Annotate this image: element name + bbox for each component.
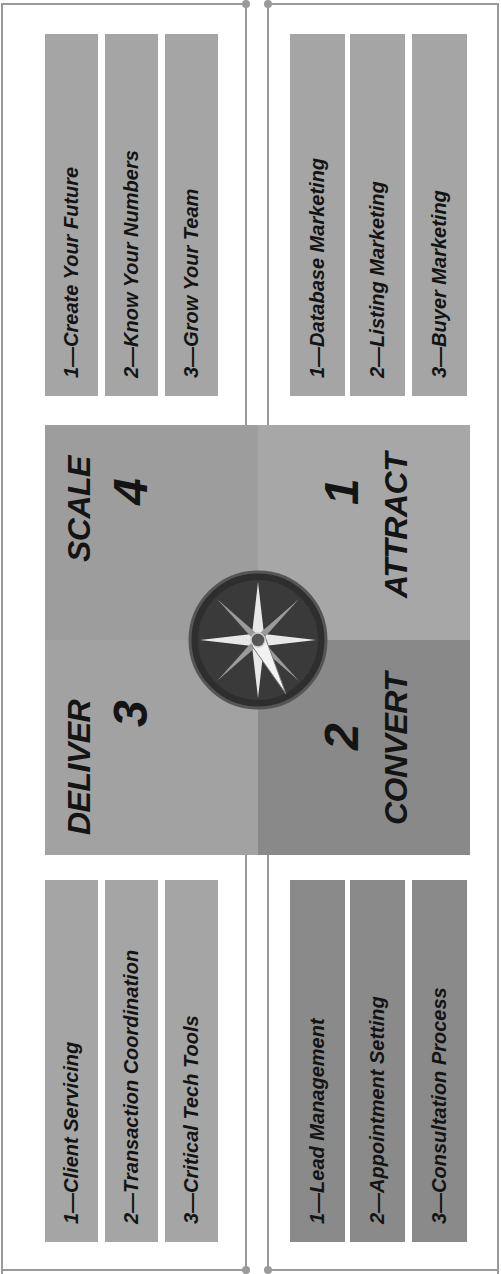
quadrant-panel: DELIVER 3 bbox=[45, 640, 258, 855]
step-number: 4 bbox=[107, 478, 155, 505]
frame-dot bbox=[264, 0, 272, 8]
frame-dot bbox=[242, 1266, 250, 1274]
topic-label: 2—Transaction Coordination bbox=[120, 950, 143, 1224]
frame-edge bbox=[268, 1269, 498, 1271]
frame-edge bbox=[2, 1269, 246, 1271]
topic-label: 2—Know Your Numbers bbox=[120, 150, 143, 378]
topic-label: 3—Consultation Process bbox=[428, 987, 451, 1224]
step-title: SCALE bbox=[63, 456, 95, 562]
topic-label: 2—Appointment Setting bbox=[366, 996, 389, 1224]
topic-label: 3—Grow Your Team bbox=[180, 189, 203, 378]
topic-label: 3—Critical Tech Tools bbox=[180, 1015, 203, 1224]
topic-box: 2—Listing Marketing bbox=[350, 34, 405, 396]
topic-box: 2—Appointment Setting bbox=[350, 880, 405, 1242]
topic-label: 1—Client Servicing bbox=[60, 1042, 83, 1224]
frame-dot bbox=[242, 0, 250, 8]
topic-box: 2—Transaction Coordination bbox=[105, 880, 158, 1242]
topic-label: 3—Buyer Marketing bbox=[428, 190, 451, 378]
topic-label: 1—Create Your Future bbox=[60, 167, 83, 378]
topic-label: 1—Database Marketing bbox=[306, 158, 329, 378]
step-number: 1 bbox=[318, 478, 366, 505]
topic-label: 2—Listing Marketing bbox=[366, 181, 389, 378]
compass-pivot bbox=[251, 633, 265, 647]
compass-star-minor bbox=[217, 599, 299, 681]
compass-face bbox=[198, 580, 318, 700]
compass-star bbox=[200, 582, 316, 698]
topic-box: 2—Know Your Numbers bbox=[105, 34, 158, 396]
quadrant-panel: SCALE 4 bbox=[45, 425, 258, 640]
topic-box: 1—Create Your Future bbox=[45, 34, 98, 396]
step-title: DELIVER bbox=[63, 700, 95, 835]
topic-label: 1—Lead Management bbox=[306, 1018, 329, 1224]
quadrant-panel: 2 CONVERT bbox=[258, 640, 470, 855]
topic-box: 3—Buyer Marketing bbox=[412, 34, 467, 396]
topic-box: 1—Lead Management bbox=[290, 880, 345, 1242]
topic-box: 3—Consultation Process bbox=[412, 880, 467, 1242]
topic-box: 1—Database Marketing bbox=[290, 34, 345, 396]
quadrant-panel: 1 ATTRACT bbox=[258, 425, 470, 640]
step-number: 3 bbox=[107, 700, 155, 727]
step-title: ATTRACT bbox=[380, 453, 412, 598]
topic-box: 3—Grow Your Team bbox=[165, 34, 218, 396]
topic-box: 3—Critical Tech Tools bbox=[165, 880, 218, 1242]
topic-box: 1—Client Servicing bbox=[45, 880, 98, 1242]
frame-dot bbox=[264, 1266, 272, 1274]
compass-body bbox=[190, 572, 326, 708]
step-title: CONVERT bbox=[380, 673, 412, 825]
compass-needle bbox=[252, 634, 286, 694]
step-number: 2 bbox=[318, 723, 366, 750]
